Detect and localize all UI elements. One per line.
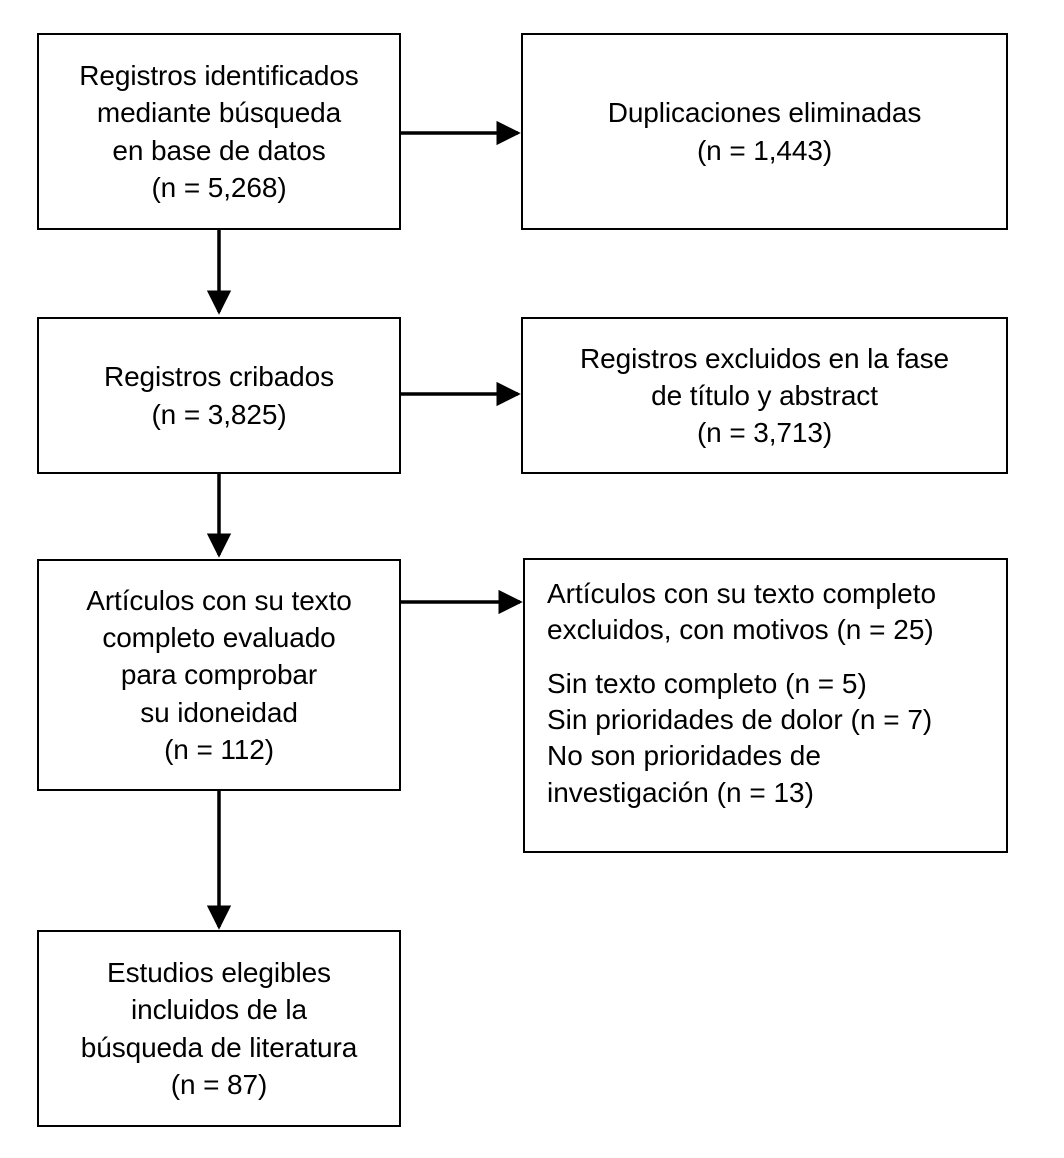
box-count-label: (n = 3,825) [151, 398, 287, 430]
box-line: Registros excluidos en la fase [580, 342, 949, 374]
box-line: Duplicaciones eliminadas [607, 97, 922, 129]
box-line: completo evaluado [102, 622, 336, 654]
box-line: Artículos con su texto completo [547, 578, 937, 609]
box-line: para comprobar [120, 659, 318, 691]
reason-line-2: Sin prioridades de dolor (n = 7) [547, 704, 933, 736]
box-line: su idoneidad [140, 696, 298, 728]
box-count-label: (n = 1,443) [696, 134, 833, 166]
box-line: de título y abstract [651, 379, 878, 411]
reason-line-1: Sin texto completo (n = 5) [547, 668, 867, 700]
records-excluded-box: Registros excluidos en la fase de título… [521, 317, 1008, 474]
box-line: búsqueda de literatura [80, 1031, 358, 1063]
records-identified-box: Registros identificados mediante búsqued… [37, 33, 401, 230]
box-line: Artículos con su texto [86, 584, 352, 616]
duplicates-removed-box: Duplicaciones eliminadas (n = 1,443) [521, 33, 1008, 230]
reason-line-3a: No son prioridades de [547, 740, 821, 772]
box-line: incluidos de la [131, 994, 307, 1026]
box-count-label: (n = 87) [170, 1068, 268, 1100]
box-line: Estudios elegibles [107, 957, 331, 989]
box-line: mediante búsqueda [96, 97, 342, 129]
box-count-label: (n = 112) [164, 733, 274, 765]
box-line: Registros identificados [79, 60, 359, 92]
box-count-label: (n = 3,713) [696, 417, 833, 449]
box-count-label: excluidos, con motivos (n = 25) [547, 614, 934, 646]
reason-line-3b: investigación (n = 13) [547, 776, 814, 808]
box-line: Registros cribados [103, 361, 335, 393]
full-text-assessed-box: Artículos con su texto completo evaluado… [37, 559, 401, 791]
box-count-label: (n = 5,268) [151, 171, 287, 203]
box-line: en base de datos [112, 134, 326, 166]
studies-included-box: Estudios elegibles incluidos de la búsqu… [37, 930, 401, 1127]
records-screened-box: Registros cribados (n = 3,825) [37, 317, 401, 474]
full-text-excluded-box: Artículos con su texto completo excluido… [523, 558, 1008, 853]
